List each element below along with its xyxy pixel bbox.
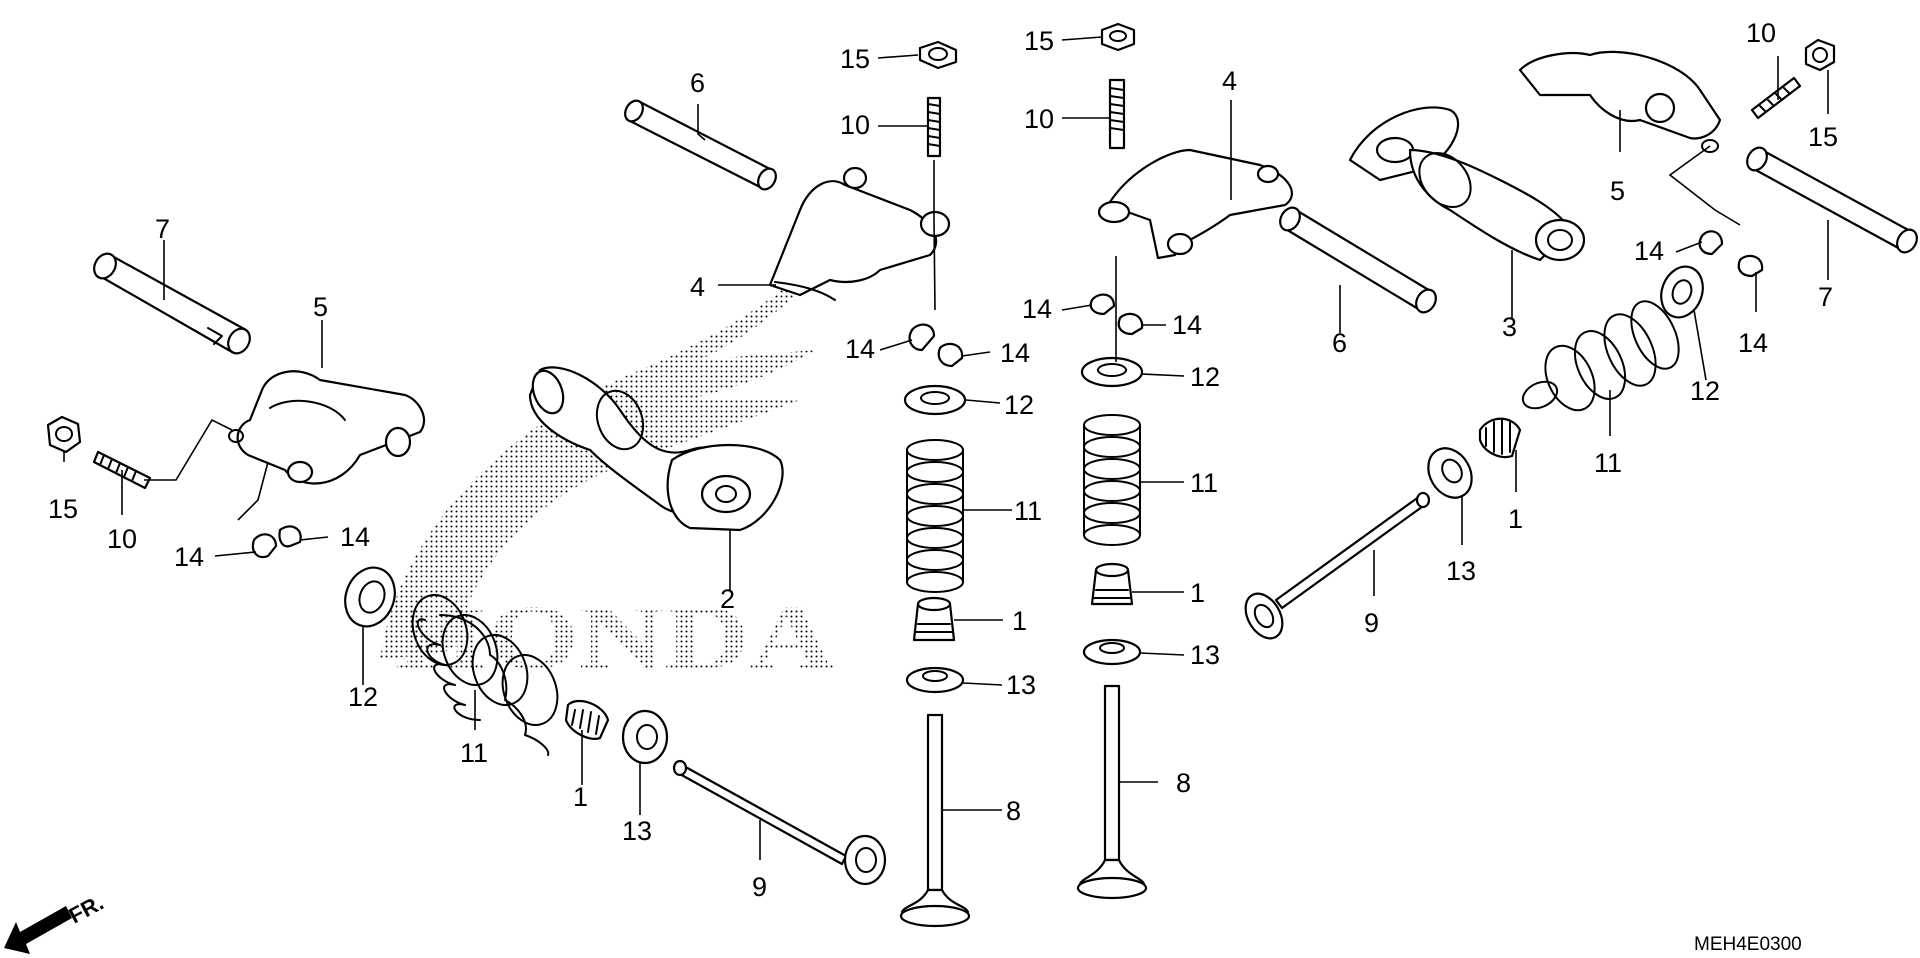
spring-seat-lower-center-left xyxy=(905,666,965,694)
rocker-arm-center-right xyxy=(1097,148,1293,260)
callout-1: 1 xyxy=(1508,504,1523,534)
spring-seat-lower-left xyxy=(621,709,669,765)
callout-3: 3 xyxy=(1502,312,1517,342)
callout-1: 1 xyxy=(1190,578,1205,608)
rocker-shaft-left xyxy=(93,252,251,355)
callout-4: 4 xyxy=(1222,66,1237,96)
callout-14: 14 xyxy=(1738,328,1768,358)
callout-9: 9 xyxy=(1364,608,1379,638)
callout-12: 12 xyxy=(348,682,378,712)
valve-right xyxy=(1244,491,1431,640)
callout-10: 10 xyxy=(840,110,870,140)
callout-11: 11 xyxy=(1014,496,1042,526)
valve-center-left xyxy=(899,713,971,928)
callout-12: 12 xyxy=(1690,376,1720,406)
callout-11: 11 xyxy=(1190,468,1218,498)
callout-12: 12 xyxy=(1190,362,1220,392)
adjusting-nut-left xyxy=(46,415,82,454)
callout-1: 1 xyxy=(573,782,588,812)
camshaft-left xyxy=(528,366,784,532)
callout-1: 1 xyxy=(1012,606,1027,636)
front-label: FR. xyxy=(65,890,108,929)
callout-14: 14 xyxy=(1022,294,1052,324)
valve-spring-retainer-right xyxy=(1660,265,1704,319)
callout-9: 9 xyxy=(752,872,767,902)
valve-center-right xyxy=(1076,684,1148,900)
rocker-arm-right xyxy=(1518,50,1722,153)
valve-spring-center-left xyxy=(906,439,964,593)
callout-15: 15 xyxy=(48,494,78,524)
rocker-arm-center-left xyxy=(768,166,951,301)
callout-14: 14 xyxy=(1000,338,1030,368)
adjusting-nut-right xyxy=(1804,38,1836,72)
valve-left xyxy=(672,759,887,886)
rocker-shaft-right xyxy=(1746,146,1918,254)
callouts: 15 10 6 4 14 14 12 11 1 13 8 2 7 5 15 10… xyxy=(48,18,1838,902)
front-arrow-icon xyxy=(4,906,72,954)
valve-spring-right xyxy=(1521,300,1680,412)
valve-spring-seat-left xyxy=(344,566,396,628)
adjusting-nut-center-right xyxy=(1100,22,1136,52)
rocker-arm-left xyxy=(228,370,426,485)
adjusting-screw-center-right xyxy=(1108,78,1126,150)
callout-10: 10 xyxy=(1746,18,1776,48)
callout-15: 15 xyxy=(1808,122,1838,152)
callout-13: 13 xyxy=(1190,640,1220,670)
callout-13: 13 xyxy=(622,816,652,846)
valve-spring-retainer-center-right xyxy=(1080,356,1144,388)
spring-seat-lower-right xyxy=(1427,447,1473,499)
cotter-left xyxy=(251,525,302,559)
callout-6: 6 xyxy=(1332,328,1347,358)
callout-11: 11 xyxy=(1594,448,1622,478)
cotter-center-right xyxy=(1089,293,1144,336)
cotter-center-left xyxy=(908,323,964,368)
valve-stem-seal-left xyxy=(564,699,610,740)
adjusting-nut-center-left xyxy=(918,40,958,70)
front-direction-indicator: FR. xyxy=(4,890,108,954)
callout-14: 14 xyxy=(1634,236,1664,266)
callout-14: 14 xyxy=(845,334,875,364)
callout-15: 15 xyxy=(1024,26,1054,56)
callout-11: 11 xyxy=(460,738,488,768)
callout-12: 12 xyxy=(1004,390,1034,420)
callout-7: 7 xyxy=(1818,282,1833,312)
valve-stem-seal-center-left xyxy=(912,596,956,642)
rocker-shaft-center-left xyxy=(624,99,777,191)
adjusting-screw-center-left xyxy=(926,96,942,158)
camshaft-right xyxy=(1348,106,1586,262)
adjusting-screw-right xyxy=(1750,76,1802,120)
leader-lines xyxy=(63,36,1829,860)
brand-watermark: HONDA xyxy=(380,270,835,688)
drawing-code: MEH4E0300 xyxy=(1694,934,1802,955)
callout-10: 10 xyxy=(1024,104,1054,134)
callout-10: 10 xyxy=(107,524,137,554)
valve-stem-seal-center-right xyxy=(1090,562,1134,606)
valve-spring-center-right xyxy=(1083,414,1141,546)
callout-4: 4 xyxy=(690,272,705,302)
spring-seat-lower-center-right xyxy=(1082,638,1142,666)
callout-15: 15 xyxy=(840,44,870,74)
cotter-right xyxy=(1698,230,1764,278)
valve-spring-left xyxy=(411,594,559,756)
callout-14: 14 xyxy=(340,522,370,552)
callout-13: 13 xyxy=(1006,670,1036,700)
callout-5: 5 xyxy=(313,292,328,322)
rocker-shaft-center-right xyxy=(1279,206,1437,314)
callout-7: 7 xyxy=(155,214,170,244)
callout-13: 13 xyxy=(1446,556,1476,586)
callout-2: 2 xyxy=(720,584,735,614)
valve-spring-retainer-center-left xyxy=(903,384,967,416)
callout-14: 14 xyxy=(1172,310,1202,340)
callout-8: 8 xyxy=(1176,768,1191,798)
valve-stem-seal-right xyxy=(1478,417,1522,459)
wing-emblem-watermark xyxy=(380,270,815,660)
callout-5: 5 xyxy=(1610,176,1625,206)
callout-6: 6 xyxy=(690,68,705,98)
brand-watermark-text: HONDA xyxy=(395,586,835,688)
callout-8: 8 xyxy=(1006,796,1021,826)
callout-14: 14 xyxy=(174,542,204,572)
